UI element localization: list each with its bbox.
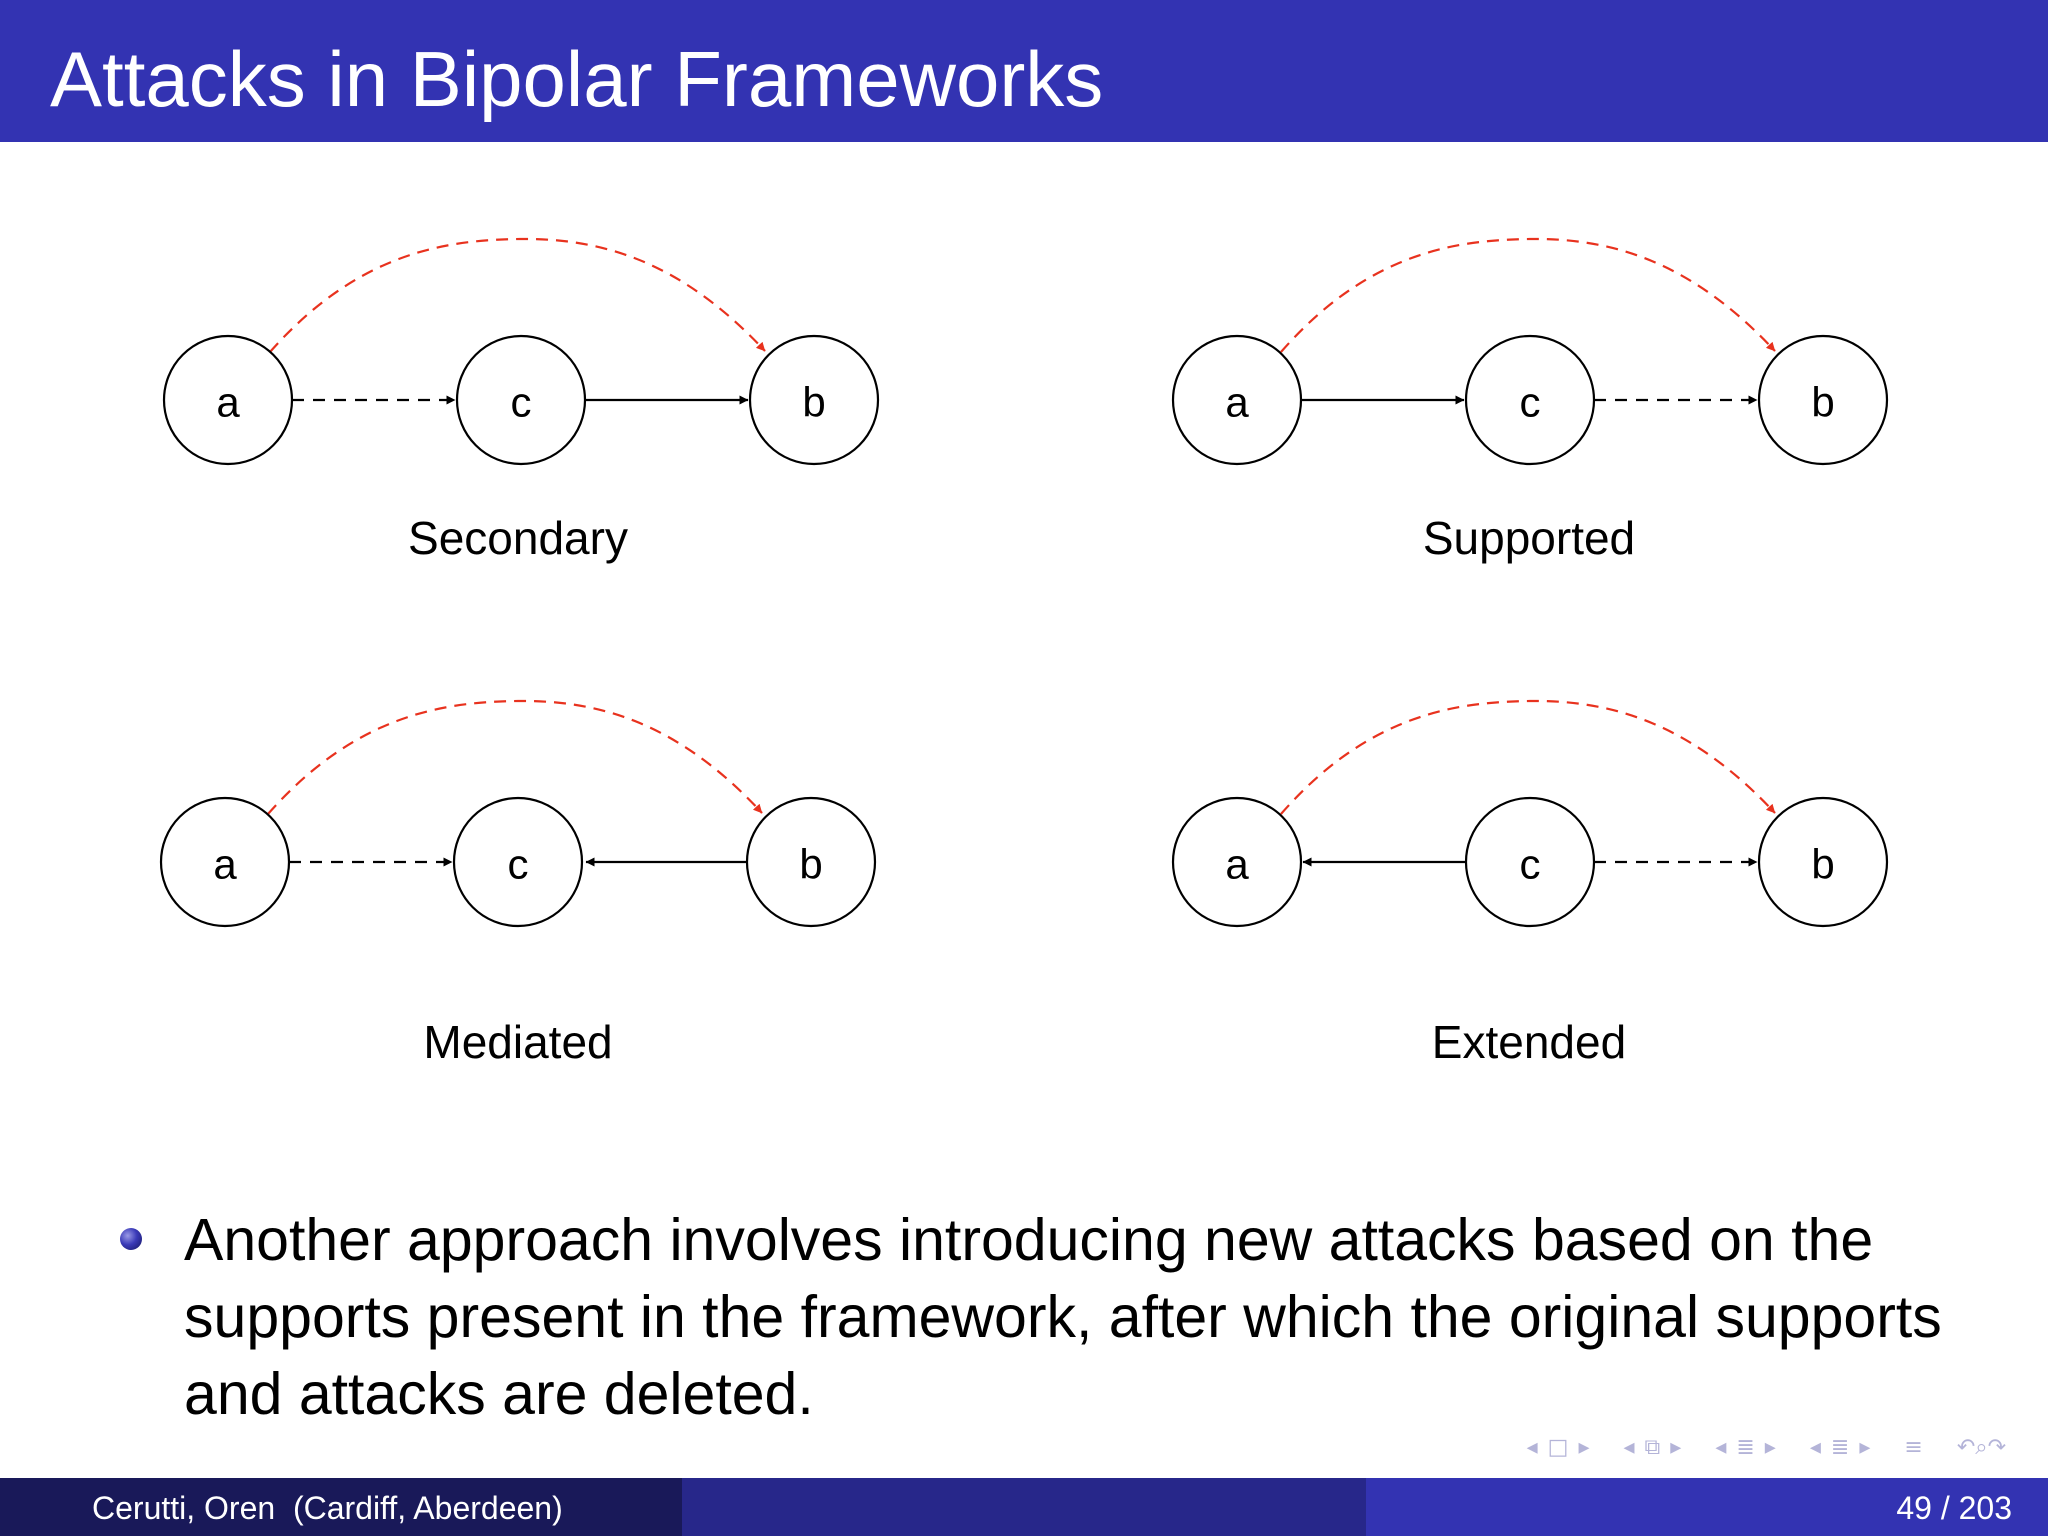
node-a [1171,796,1303,928]
derived-attack-arrow [267,699,763,815]
slide-title: Attacks in Bipolar Frameworks [50,35,1104,123]
beamer-navigation: ◂ □ ▸ ◂ ⧉ ▸ ◂ ≣ ▸ ◂ ≣ ▸ ≡ ↶⌕↷ [1527,1430,2028,1466]
node-c [1464,334,1596,466]
nav-frame-group: ◂ □ ▸ [1527,1430,1590,1466]
footer-middle [682,1478,1366,1536]
nav-subsection-group: ◂ ⧉ ▸ [1624,1430,1682,1466]
nav-search-icon[interactable]: ↶⌕↷ [1956,1435,2006,1460]
node-b-label: b [802,379,825,426]
nav-prev-icon[interactable]: ◂ [1526,1435,1538,1460]
node-c [1464,796,1596,928]
node-b-label: b [799,841,822,888]
nav-section-icon[interactable]: ≣ [1830,1435,1850,1460]
footer: Cerutti, Oren (Cardiff, Aberdeen) 49 / 2… [0,1478,2048,1536]
title-bar: Attacks in Bipolar Frameworks [0,0,2048,142]
diagram-label: Extended [1432,1016,1626,1068]
nav-align-icon[interactable]: ≡ [1904,1435,1923,1460]
page-number: 49 / 203 [1896,1490,2012,1526]
nav-prev-icon[interactable]: ◂ [1809,1435,1821,1460]
derived-attack-arrow [1280,699,1776,815]
nav-next-icon[interactable]: ▸ [1764,1435,1776,1460]
node-c [455,334,587,466]
nav-section-group: ◂ ≣ ▸ [1715,1430,1776,1466]
nav-align-group: ≡ [1904,1430,1922,1466]
node-a-label: a [216,379,240,426]
node-c-label: c [511,379,532,426]
nav-next-icon[interactable]: ▸ [1670,1435,1682,1460]
node-c [452,796,584,928]
diagram-label: Mediated [423,1016,612,1068]
nav-next-icon[interactable]: ▸ [1859,1435,1871,1460]
node-a-label: a [1225,841,1249,888]
bullet-text: Another approach involves introducing ne… [184,1207,1942,1427]
nav-prev-icon[interactable]: ◂ [1623,1435,1635,1460]
node-c-label: c [508,841,529,888]
node-b [748,334,880,466]
nav-section-icon[interactable]: ≣ [1736,1435,1755,1460]
nav-prev-icon[interactable]: ◂ [1715,1435,1727,1460]
footer-author: Cerutti, Oren (Cardiff, Aberdeen) [92,1490,563,1526]
node-a [1171,334,1303,466]
bullet-icon [120,1228,142,1250]
diagram-label: Supported [1423,512,1635,564]
node-b-label: b [1811,841,1834,888]
nav-search-group: ↶⌕↷ [1957,1430,2006,1466]
bipolar-diagrams: .node { fill: #fff; stroke: #000; stroke… [159,237,1889,1068]
diagram-mediated: a c b Mediated [159,699,877,1068]
node-b [1757,334,1889,466]
diagram-secondary: a c b Secondary [162,237,880,564]
diagram-extended: a c b Extended [1171,699,1889,1068]
nav-frame-icon[interactable]: □ [1547,1435,1569,1460]
node-a [159,796,291,928]
node-c-label: c [1520,379,1541,426]
derived-attack-arrow [269,237,766,353]
nav-next-icon[interactable]: ▸ [1578,1435,1590,1460]
footer-right: 49 / 203 [1366,1478,2048,1536]
diagram-label: Secondary [408,512,628,564]
node-c-label: c [1520,841,1541,888]
node-b [1757,796,1889,928]
footer-left: Cerutti, Oren (Cardiff, Aberdeen) [0,1478,682,1536]
node-a [162,334,294,466]
node-a-label: a [1225,379,1249,426]
node-a-label: a [213,841,237,888]
derived-attack-arrow [1280,237,1776,353]
diagram-supported: a c b Supported [1171,237,1889,564]
node-b-label: b [1811,379,1834,426]
nav-document-group: ◂ ≣ ▸ [1810,1430,1871,1466]
nav-subsection-icon[interactable]: ⧉ [1644,1435,1661,1460]
node-b [745,796,877,928]
